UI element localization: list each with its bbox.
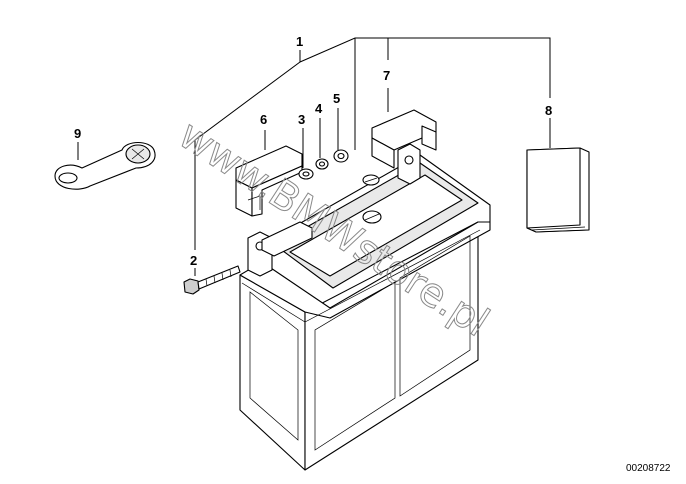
label-1: 1 [296, 34, 303, 49]
label-4: 4 [315, 101, 323, 116]
label-3: 3 [298, 112, 305, 127]
part-9-cable-tab [54, 141, 156, 190]
leader-lines [77, 37, 551, 276]
diagram-code: 00208722 [626, 463, 671, 474]
label-9: 9 [74, 126, 81, 141]
part-6-bracket [235, 145, 303, 217]
part-7-clip [371, 109, 437, 169]
label-5: 5 [333, 91, 340, 106]
battery [239, 143, 491, 471]
label-8: 8 [545, 103, 552, 118]
part-2-bolt [183, 265, 241, 295]
part-8-pad [526, 147, 590, 233]
label-2: 2 [190, 253, 197, 268]
label-6: 6 [260, 112, 267, 127]
parts-3-4-5-hardware [298, 149, 349, 180]
label-7: 7 [383, 68, 390, 83]
